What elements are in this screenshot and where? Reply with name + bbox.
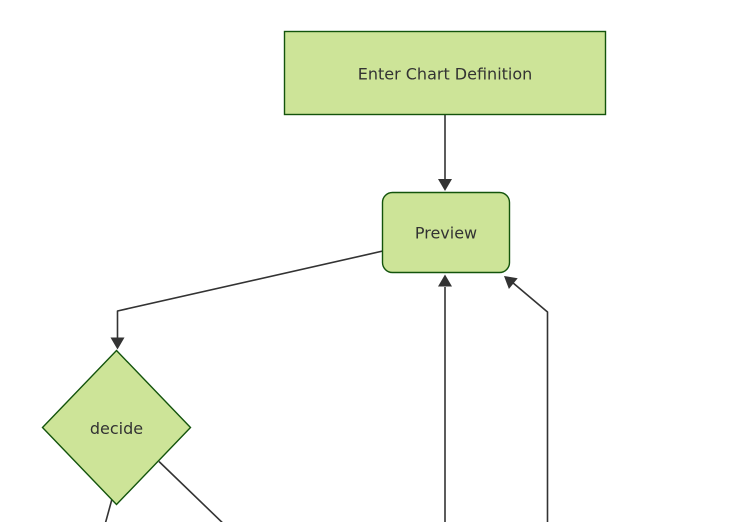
edge-layer [104,115,549,522]
edge-preview-to-decide [116,250,384,338]
node-decide: decide [41,349,192,506]
decide-diamond [41,349,192,506]
arrowhead-enter-to-preview [438,179,452,191]
node-enter-chart-definition: Enter Chart Definition [283,30,607,116]
node-preview: Preview [381,191,511,274]
preview-label: Preview [415,224,477,243]
arrowhead-bottom-center-to-preview [438,274,452,287]
arrowhead-preview-to-decide [110,337,125,350]
edge-decide-to-offscreen-mid [158,460,223,522]
decide-label: decide [90,419,143,438]
enter-chart-definition-label: Enter Chart Definition [358,65,533,84]
arrowhead-bottom-right-to-preview [504,276,518,289]
enter-chart-definition-box [283,30,607,116]
edge-decide-to-offscreen-left [104,498,113,522]
preview-box [381,191,511,274]
edge-bottom-right-to-preview [508,278,549,522]
